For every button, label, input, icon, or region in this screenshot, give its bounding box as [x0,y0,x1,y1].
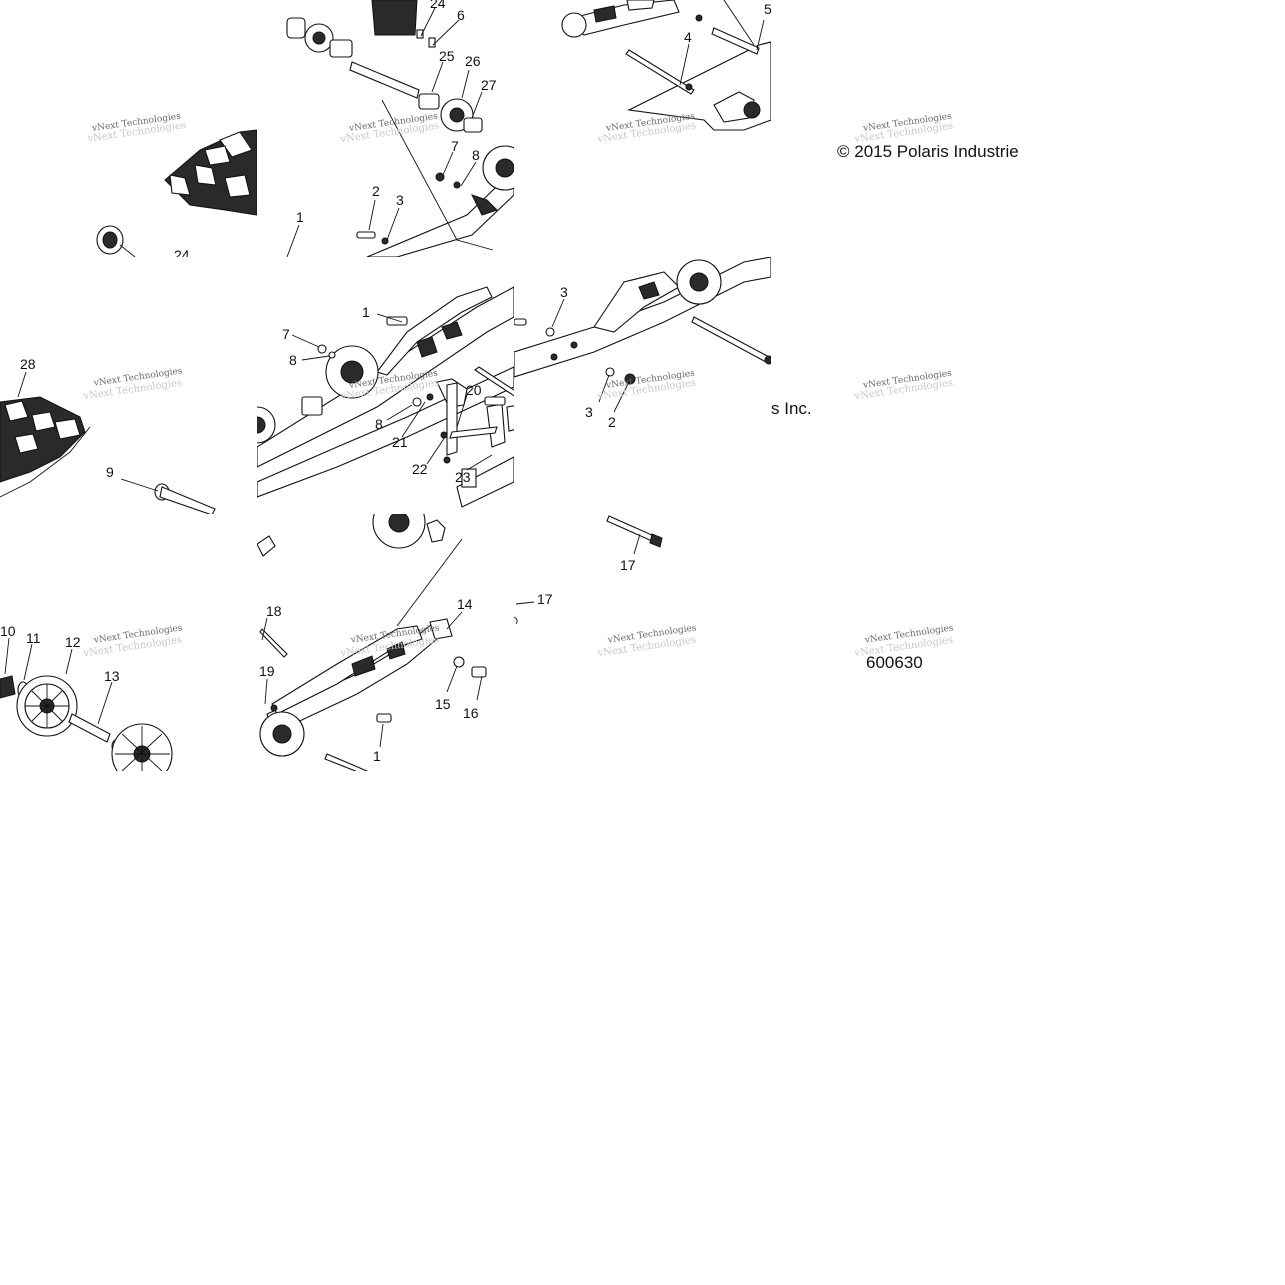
rail-drawing [257,514,487,771]
callout-2: 2 [372,183,380,199]
callout-1: 1 [362,304,370,320]
diagram-tile-r0c2: 4 5 vNext Technologies vNext Technologie… [514,0,771,257]
leader-lines [4,637,113,725]
watermark: vNext Technologies vNext Technologies [596,112,697,146]
diagram-tile-r0c0: 24 vNext Technologies vNext Technologies [0,0,257,257]
callout-9: 9 [106,464,114,480]
diagram-tile-r1c0: 28 9 vNext Technologies vNext Technologi… [0,257,257,514]
callout-13: 13 [104,668,120,684]
callout-15: 15 [435,696,451,712]
callout-3: 3 [396,192,404,208]
track-belt-drawing [0,396,91,498]
callout-6: 6 [457,7,465,23]
callout-4: 4 [684,29,692,45]
callout-7: 7 [451,138,459,154]
callout-14: 14 [457,596,473,612]
leader-lines [286,7,483,257]
diagram-tile-r0c3: vNext Technologies vNext Technologies [771,0,1028,257]
watermark: vNext Technologies vNext Technologies [596,623,698,659]
shock-absorber-drawing [96,225,136,257]
callout-3: 3 [585,404,593,420]
watermark: vNext Technologies vNext Technologies [82,366,184,402]
callout-1: 1 [373,748,381,764]
callout-19: 19 [259,663,275,679]
callout-28: 28 [20,356,36,372]
watermark: vNext Technologies vNext Technologies [86,112,187,145]
diagram-tile-r2c2: 17 17 vNext Technologies vNext Technolog… [514,514,771,771]
callout-25: 25 [439,48,455,64]
leader-lines [679,0,765,86]
track-belt-drawing [164,129,257,216]
callout-10: 10 [0,623,16,639]
diagram-tile-r2c1: 18 14 19 15 16 1 vNext Technologies vNex… [257,514,514,771]
callout-5: 5 [764,1,771,17]
callout-27: 27 [481,77,497,93]
diagram-tile-r1c1: 5 1 7 8 8 21 20 1 22 23 vNext Technologi… [257,257,514,514]
axle-drawing [154,483,216,514]
diagram-id: 600630 [866,653,923,672]
callout-21: 21 [392,434,408,450]
callout-8: 8 [472,147,480,163]
callout-17: 17 [620,557,636,573]
callout-12: 12 [65,634,81,650]
watermark: vNext Technologies vNext Technologies [339,112,440,146]
diagram-tile-r1c2: 3 3 2 vNext Technologies vNext Technolog… [514,257,771,514]
watermark: vNext Technologies vNext Technologies [853,112,954,146]
callout-8: 8 [289,352,297,368]
callout-23: 23 [455,469,471,485]
leader-lines [261,611,483,748]
copyright-text: © 2015 Polaris Industrie [837,142,1019,161]
callout-24: 24 [174,247,190,257]
leader-lines [551,298,630,413]
callout-16: 16 [463,705,479,721]
bolt-drawing [514,515,663,625]
leader-lines [291,313,493,471]
callout-17: 17 [537,591,553,607]
watermark: vNext Technologies vNext Technologies [853,369,954,403]
spring-assembly-drawing [286,0,483,133]
callout-24: 24 [430,0,446,11]
rear-arm-drawing [561,0,771,131]
idler-wheel-drawing [0,675,173,771]
callout-20: 20 [466,382,482,398]
copyright-text-tail: s Inc. [771,399,812,418]
callout-11: 11 [26,630,41,646]
rail-drawing [514,257,771,385]
callout-3: 3 [560,284,568,300]
callout-22: 22 [412,461,428,477]
diagram-tile-r2c3: vNext Technologies vNext Technologies [771,514,1028,771]
callout-2: 2 [608,414,616,430]
callout-8: 8 [375,416,383,432]
callout-1: 1 [296,209,304,225]
diagram-tile-r1c3: vNext Technologies vNext Technologies [771,257,1028,514]
callout-18: 18 [266,603,282,619]
diagram-tile-r0c1: 24 6 25 26 27 7 8 2 3 1 vNext Technologi… [257,0,514,257]
callout-7: 7 [282,326,290,342]
watermark: vNext Technologies vNext Technologies [82,623,184,659]
leader-lines [515,533,641,605]
rail-drawing [356,99,514,257]
bracket-drawing [317,316,514,464]
callout-26: 26 [465,53,481,69]
leader-lines [17,371,159,492]
diagram-tile-r2c0: 10 11 12 13 vNext Technologies vNext Tec… [0,514,257,771]
